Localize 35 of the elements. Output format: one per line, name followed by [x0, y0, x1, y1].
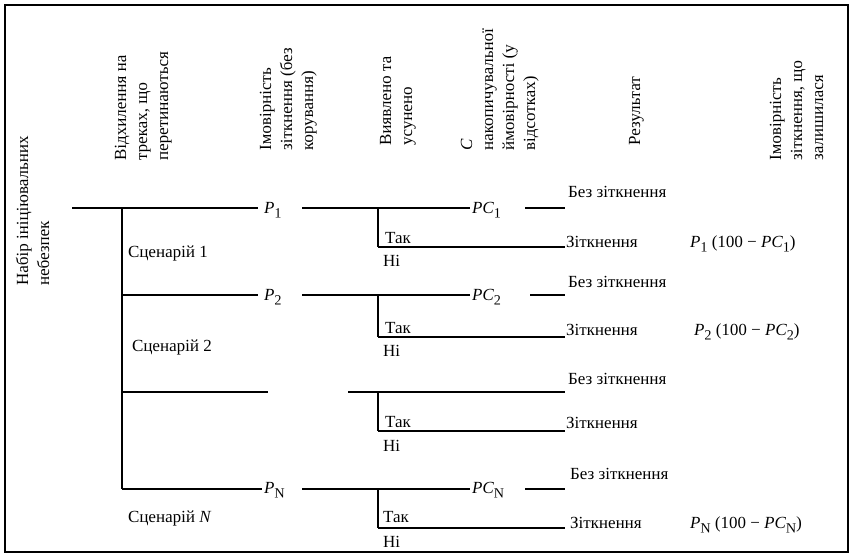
probability-label: P$_{1}$ — [264, 198, 282, 224]
probability-label: PC$_{N}$ — [472, 478, 504, 504]
outcome-label: Зіткнення — [566, 320, 638, 339]
scenario-label: Сценарій 1 — [128, 242, 208, 261]
column-heading: Набір ініціювальних небезпек — [12, 134, 54, 285]
branch-label: Так — [385, 228, 411, 247]
column-heading: Відхилення на треках, що перетинаються — [110, 50, 173, 160]
probability-label: P$_{N}$ — [264, 478, 285, 504]
residual-probability: P$_{1}$ (100 − PC$_{1}$) — [690, 232, 796, 258]
branch-label: Ні — [383, 436, 400, 455]
probability-label: P$_{2}$ — [264, 285, 282, 310]
scenario-label: Сценарій N — [128, 507, 211, 526]
branch-label: Ні — [383, 251, 400, 270]
branch-label: Так — [385, 412, 411, 431]
column-heading: Виявлено та усунено — [375, 54, 417, 145]
branch-label: Так — [385, 318, 411, 337]
outcome-label: Без зіткнення — [568, 272, 666, 291]
column-heading: С накопичувальної ймовірності (у відсотках) — [456, 27, 540, 150]
outcome-label: Без зіткнення — [568, 369, 666, 388]
residual-probability: P$_{N}$ (100 − PC$_{N}$) — [690, 513, 802, 538]
column-heading: Імовірність зіткнення (без корування) — [255, 46, 318, 150]
probability-label: PC$_{2}$ — [472, 285, 501, 310]
outcome-label: Зіткнення — [566, 413, 638, 432]
branch-label: Ні — [383, 341, 400, 360]
residual-probability: P$_{2}$ (100 − PC$_{2}$) — [694, 320, 800, 346]
outcome-label: Зіткнення — [566, 232, 638, 251]
branch-label: Так — [383, 507, 409, 526]
outcome-label: Зіткнення — [570, 513, 642, 532]
scenario-label: Сценарій 2 — [132, 336, 212, 355]
branch-label: Ні — [383, 532, 400, 551]
column-heading: Імовірність зіткнення, що залишилася — [765, 59, 828, 160]
probability-label: PC$_{1}$ — [472, 198, 501, 224]
outcome-label: Без зіткнення — [570, 464, 668, 483]
outcome-label: Без зіткнення — [568, 182, 666, 201]
column-heading: Результат — [624, 75, 645, 145]
